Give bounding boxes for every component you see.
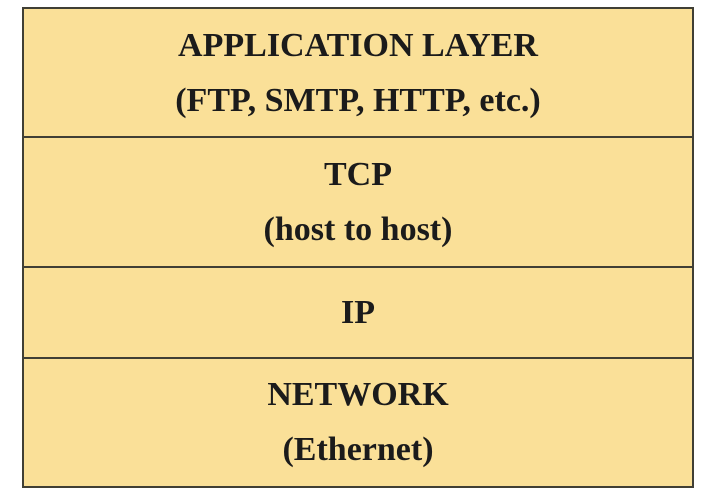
layer-tcp-subtitle: (host to host): [263, 210, 453, 248]
layer-network: NETWORK (Ethernet): [24, 356, 692, 486]
layer-tcp-title: TCP: [324, 155, 392, 193]
layer-network-title: NETWORK: [267, 376, 449, 414]
layer-application: APPLICATION LAYER (FTP, SMTP, HTTP, etc.…: [24, 9, 692, 136]
layer-tcp: TCP (host to host): [24, 136, 692, 265]
layer-application-title: APPLICATION LAYER: [178, 26, 538, 64]
layer-application-subtitle: (FTP, SMTP, HTTP, etc.): [175, 81, 541, 119]
layer-network-subtitle: (Ethernet): [282, 431, 434, 469]
protocol-stack-diagram: APPLICATION LAYER (FTP, SMTP, HTTP, etc.…: [22, 7, 694, 488]
layer-ip: IP: [24, 265, 692, 357]
layer-ip-title: IP: [341, 293, 375, 331]
